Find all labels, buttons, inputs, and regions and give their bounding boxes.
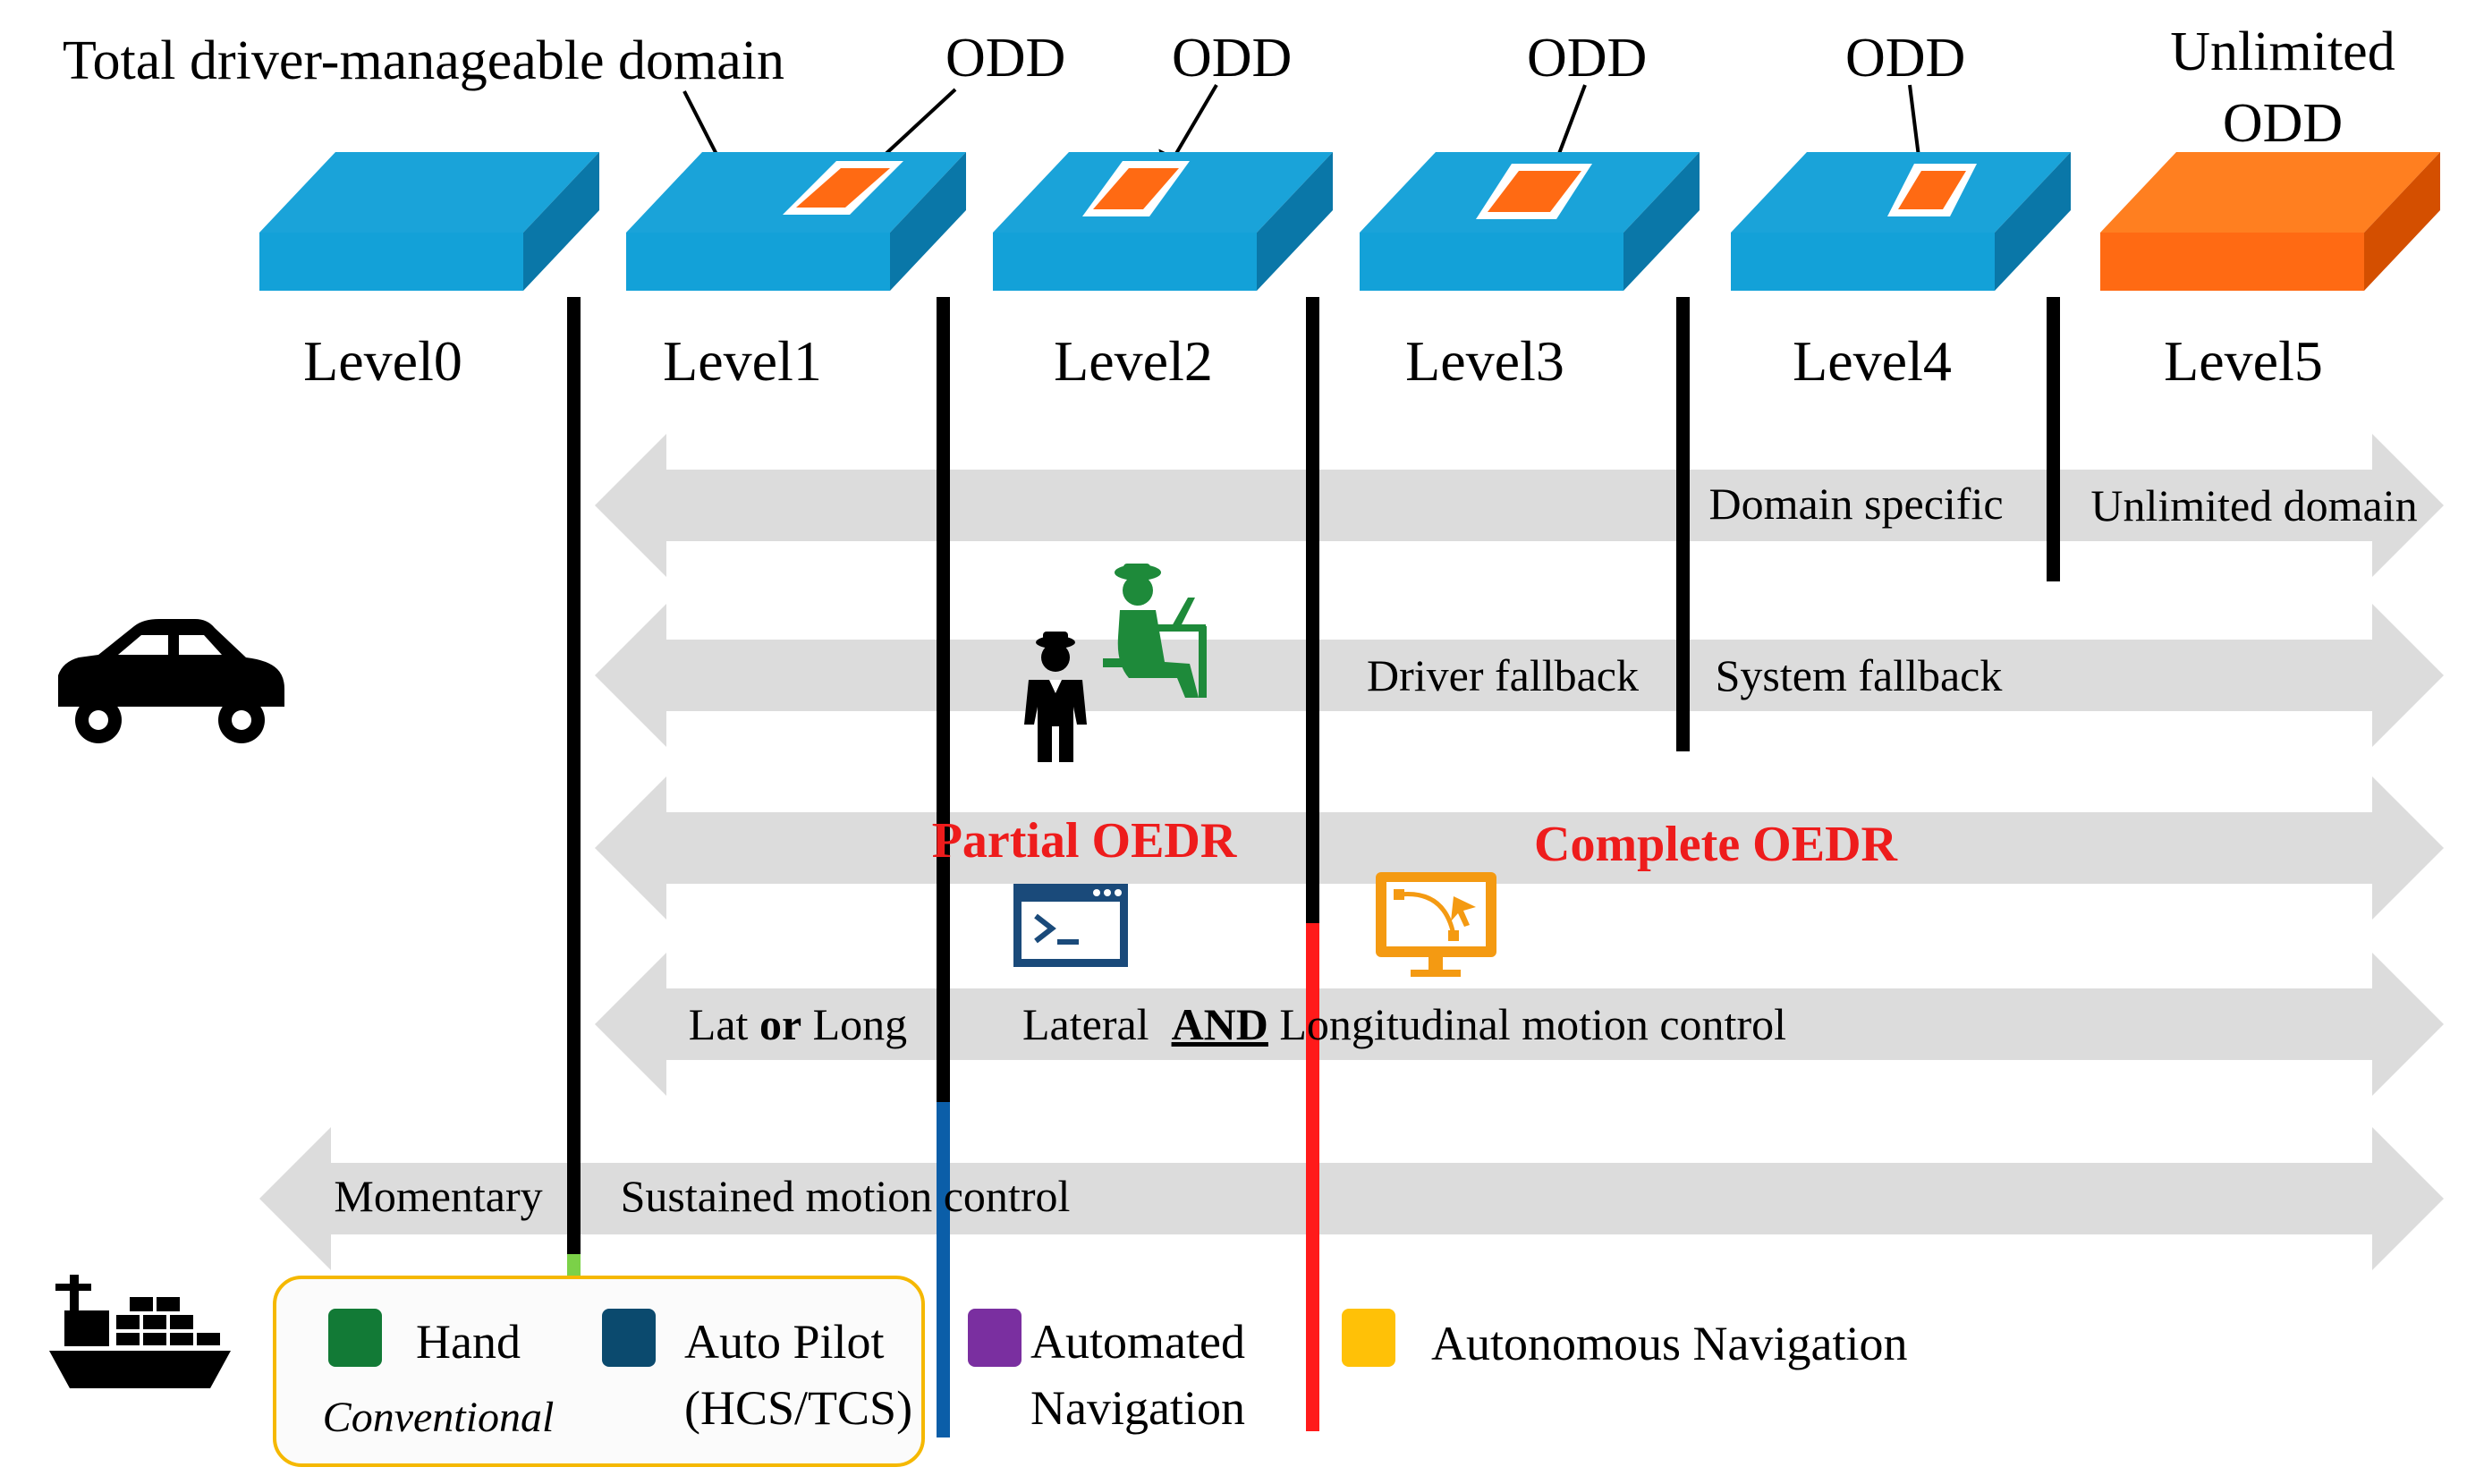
unlimited-odd-label-line2: ODD xyxy=(2223,93,2343,154)
hand-swatch xyxy=(328,1309,382,1367)
sustained-arrow xyxy=(259,1127,2444,1270)
ship-icon xyxy=(49,1275,231,1388)
odd-label-2: ODD xyxy=(1172,28,1292,89)
separators xyxy=(567,297,2060,1437)
driver-fallback-label: Driver fallback xyxy=(1367,650,1639,700)
conventional-label: Conventional xyxy=(323,1394,555,1441)
monitor-icon xyxy=(1376,872,1496,977)
terminal-icon xyxy=(1013,884,1128,967)
level0-block xyxy=(259,152,599,291)
motion-arrow xyxy=(595,953,2444,1096)
complete-oedr-label: Complete OEDR xyxy=(1534,817,1898,872)
level5-label: Level5 xyxy=(2164,329,2323,393)
level2-label: Level2 xyxy=(1054,329,1213,393)
separator-level4-5 xyxy=(2047,297,2060,581)
remote-operator-icon xyxy=(1103,564,1207,698)
automated-label-line1: Automated xyxy=(1030,1315,1245,1369)
autonomous-swatch xyxy=(1342,1309,1395,1367)
double-arrows xyxy=(259,434,2444,1270)
car-icon xyxy=(58,619,284,743)
momentary-label: Momentary xyxy=(334,1171,542,1221)
lat-or-long-label: Lat or Long xyxy=(689,999,907,1049)
domain-arrow xyxy=(595,434,2444,577)
automated-label-line2: Navigation xyxy=(1030,1381,1245,1435)
autopilot-label-line1: Auto Pilot xyxy=(684,1315,885,1369)
odd-label-4: ODD xyxy=(1845,28,1965,89)
partial-oedr-label: Partial OEDR xyxy=(932,813,1237,869)
autonomous-label: Autonomous Navigation xyxy=(1431,1317,1907,1370)
level1-block xyxy=(626,152,966,291)
separator-level3-4 xyxy=(1676,297,1690,751)
unlimited-domain-label: Unlimited domain xyxy=(2090,480,2417,530)
oedr-arrow xyxy=(595,776,2444,920)
separator-level1-2 xyxy=(937,297,950,1102)
separator-level1-2-blue xyxy=(937,1102,950,1437)
level4-label: Level4 xyxy=(1793,329,1952,393)
system-fallback-label: System fallback xyxy=(1716,650,2003,700)
unlimited-odd-label-line1: Unlimited xyxy=(2170,21,2395,82)
driver-icon xyxy=(1024,632,1087,762)
autopilot-label-line2: (HCS/TCS) xyxy=(684,1381,912,1435)
separator-level2-3 xyxy=(1306,297,1319,923)
odd-label-3: ODD xyxy=(1527,28,1647,89)
domain-specific-label: Domain specific xyxy=(1708,479,2003,529)
level-blocks xyxy=(259,152,2440,291)
odd-label-1: ODD xyxy=(945,28,1065,89)
level4-block xyxy=(1731,152,2071,291)
level0-label: Level0 xyxy=(303,329,462,393)
sustained-motion-control-label: Sustained motion control xyxy=(621,1171,1071,1221)
lateral-and-longitudinal-label: Lateral AND Longitudinal motion control xyxy=(1022,999,1786,1049)
separator-level2-3-red xyxy=(1306,923,1319,1431)
level1-label: Level1 xyxy=(663,329,822,393)
total-domain-label: Total driver-manageable domain xyxy=(63,30,784,91)
automated-swatch xyxy=(968,1309,1022,1367)
separator-level0-1 xyxy=(567,297,581,1254)
level3-block xyxy=(1360,152,1700,291)
conventional-legend-box xyxy=(273,1276,925,1467)
level2-block xyxy=(993,152,1333,291)
level5-block xyxy=(2100,152,2440,291)
hand-label: Hand xyxy=(416,1315,521,1369)
autopilot-swatch xyxy=(602,1309,656,1367)
level3-label: Level3 xyxy=(1405,329,1564,393)
